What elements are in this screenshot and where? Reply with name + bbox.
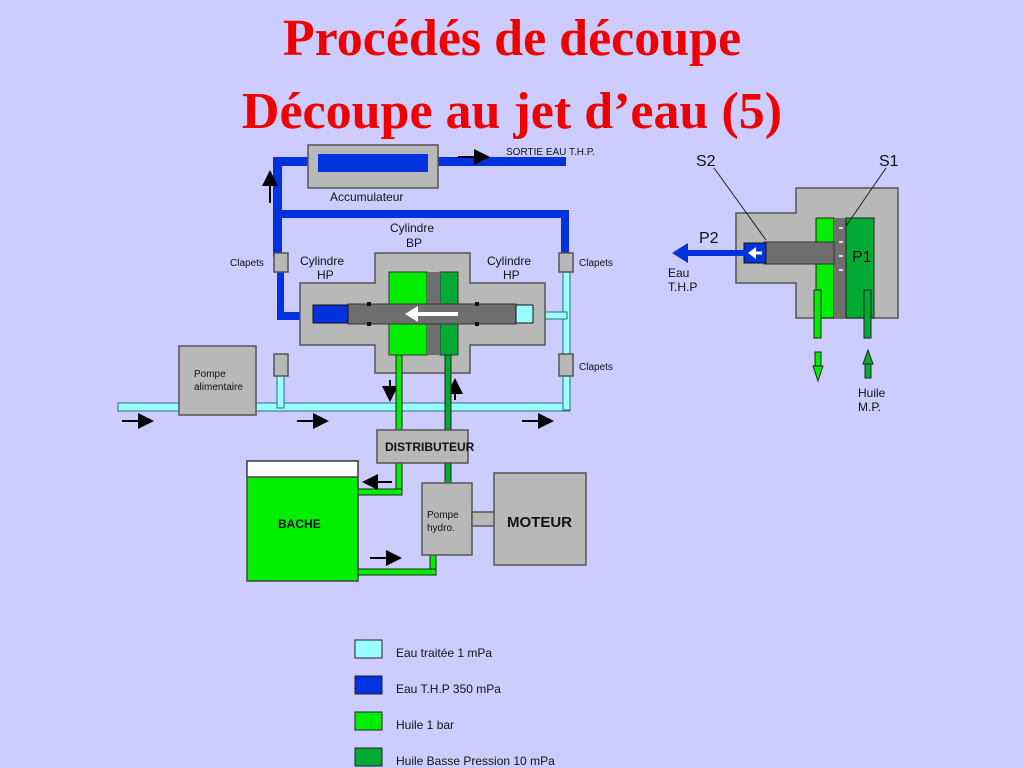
sortie-label: SORTIE EAU T.H.P. — [506, 147, 595, 158]
distributeur-label: DISTRIBUTEUR — [385, 440, 475, 454]
check-valve-top-right — [558, 252, 574, 273]
cylindre-hp-left-label-1: Cylindre — [300, 254, 344, 268]
legend: Eau traitée 1 mPa Eau T.H.P 350 mPa Huil… — [354, 639, 555, 768]
clapets-label-right-bottom: Clapets — [579, 362, 613, 373]
feed-pump — [178, 345, 257, 416]
pompe-alimentaire-label-1: Pompe — [194, 369, 226, 380]
hydraulic-diagram: Accumulateur SORTIE EAU T.H.P. Clapets C… — [117, 144, 613, 582]
p1-label: P1 — [852, 249, 872, 266]
motor-shaft — [471, 511, 496, 527]
p2-label: P2 — [699, 230, 719, 247]
cylinder-assembly — [299, 252, 546, 374]
title-line-1: Procédés de découpe — [283, 10, 741, 67]
distributor — [376, 429, 469, 464]
legend-swatch-eau-traitee — [354, 639, 383, 659]
legend-swatch-eau-thp — [354, 675, 383, 695]
tank — [246, 460, 359, 582]
moteur-label: MOTEUR — [507, 514, 572, 531]
check-valve-bottom-left — [273, 353, 289, 377]
pompe-hydro-label-2: hydro. — [427, 523, 455, 534]
huile-mp-label-2: M.P. — [858, 400, 881, 414]
cylindre-bp-label-1: Cylindre — [390, 221, 434, 235]
legend-label-eau-traitee: Eau traitée 1 mPa — [396, 646, 492, 660]
title-line-2: Découpe au jet d’eau (5) — [242, 83, 782, 140]
s2-label: S2 — [696, 153, 716, 170]
oil-pipes — [357, 354, 452, 576]
legend-label-huile-bp: Huile Basse Pression 10 mPa — [396, 754, 555, 768]
legend-swatch-huile-bp — [354, 747, 383, 767]
accumulator-label: Accumulateur — [330, 190, 403, 204]
legend-swatch-huile — [354, 711, 383, 731]
check-valve-bottom-right — [558, 353, 574, 377]
cylindre-hp-right-label-2: HP — [503, 268, 520, 282]
huile-mp-label-1: Huile — [858, 386, 886, 400]
cylindre-bp-label-2: BP — [406, 236, 422, 250]
check-valve-top-left — [273, 252, 289, 273]
legend-label-huile: Huile 1 bar — [396, 718, 454, 732]
cylindre-hp-left-label-2: HP — [317, 268, 334, 282]
motor — [493, 472, 587, 566]
eau-thp-label-2: T.H.P — [668, 280, 697, 294]
legend-label-eau-thp: Eau T.H.P 350 mPa — [396, 682, 501, 696]
piston-detail: S2 S1 P1 P2 Eau T.H.P Huile M.P. — [668, 153, 899, 414]
bache-label: BACHE — [278, 517, 321, 531]
high-pressure-pipes — [273, 157, 569, 320]
cylindre-hp-right-label-1: Cylindre — [487, 254, 531, 268]
pompe-alimentaire-label-2: alimentaire — [194, 382, 243, 393]
clapets-label-left: Clapets — [230, 258, 264, 269]
clapets-label-right-top: Clapets — [579, 258, 613, 269]
accumulator: Accumulateur — [307, 144, 439, 204]
eau-thp-label-1: Eau — [668, 266, 689, 280]
pompe-hydro-label-1: Pompe — [427, 510, 459, 521]
s1-label: S1 — [879, 153, 899, 170]
